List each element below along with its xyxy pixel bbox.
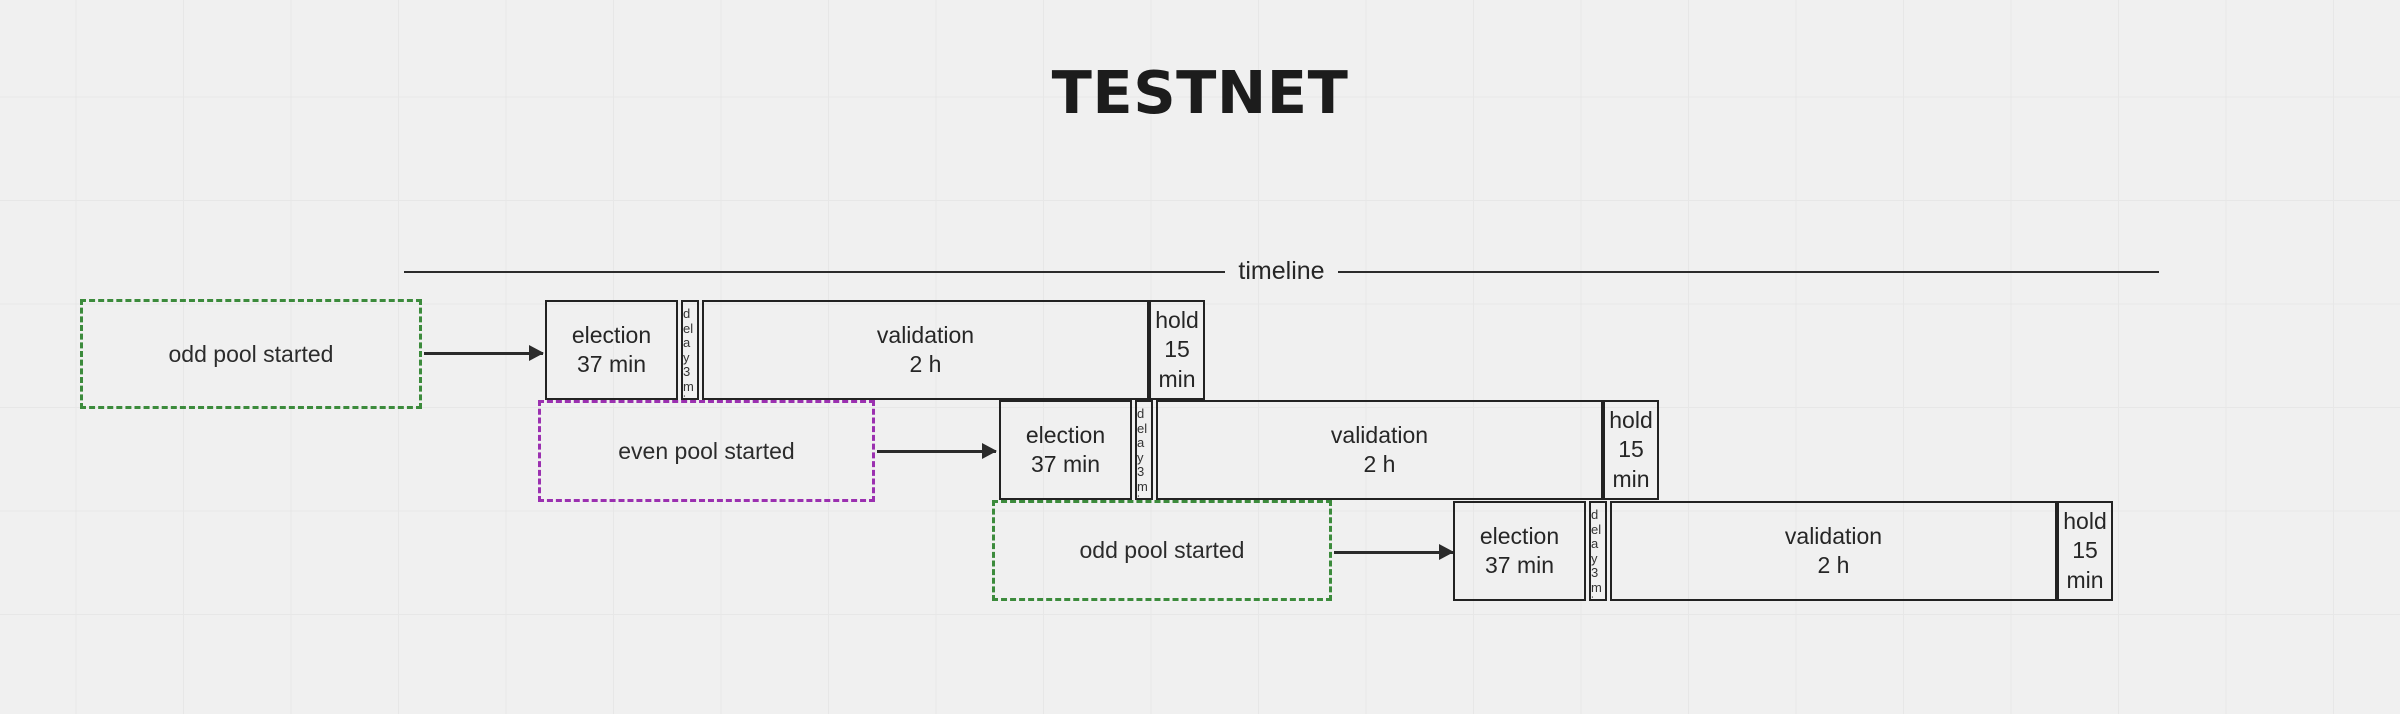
phase-validation-row-2[interactable]: validation 2 h <box>1156 400 1603 500</box>
event-box-odd-pool-started-1[interactable]: odd pool started <box>80 299 422 409</box>
phase-validation-duration: 2 h <box>1363 451 1396 477</box>
phase-hold-duration-unit: min <box>2066 566 2104 593</box>
phase-hold-row-3[interactable]: hold 15 min <box>2057 501 2113 601</box>
phase-validation-row-3[interactable]: validation 2 h <box>1610 501 2057 601</box>
phase-election-duration: 37 min <box>1030 451 1101 477</box>
phase-validation-name: validation <box>1784 522 1883 549</box>
phase-hold-name: hold <box>1155 306 1199 333</box>
timeline-axis: timeline <box>404 256 2159 285</box>
phase-delay-row-1[interactable]: delay 3 min <box>681 300 699 400</box>
phase-validation-duration: 2 h <box>1817 552 1850 578</box>
phase-hold-duration-value: 15 <box>1164 336 1190 363</box>
event-label: odd pool started <box>168 340 334 367</box>
arrow-to-row-3 <box>1334 551 1453 554</box>
timeline-label: timeline <box>1238 256 1325 285</box>
event-label: even pool started <box>618 437 795 464</box>
event-label: odd pool started <box>1079 537 1245 563</box>
phase-hold-duration-value: 15 <box>2072 537 2098 564</box>
phase-hold-row-1[interactable]: hold 15 min <box>1149 300 1205 400</box>
phase-election-row-3[interactable]: election 37 min <box>1453 501 1586 601</box>
phase-election-row-2[interactable]: election 37 min <box>999 400 1132 500</box>
event-box-odd-pool-started-2[interactable]: odd pool started <box>992 500 1332 601</box>
event-box-even-pool-started[interactable]: even pool started <box>538 400 875 502</box>
phase-election-row-1[interactable]: election 37 min <box>545 300 678 400</box>
phase-validation-row-1[interactable]: validation 2 h <box>702 300 1149 400</box>
phase-delay-text: delay 3 min <box>1137 407 1148 498</box>
phase-delay-text: delay 3 min <box>683 307 694 398</box>
phase-election-name: election <box>1479 522 1560 549</box>
phase-election-duration: 37 min <box>576 351 647 377</box>
phase-election-duration: 37 min <box>1484 552 1555 578</box>
phase-hold-row-2[interactable]: hold 15 min <box>1603 400 1659 500</box>
phase-hold-duration-unit: min <box>1612 465 1650 492</box>
phase-validation-name: validation <box>876 321 975 348</box>
phase-delay-row-2[interactable]: delay 3 min <box>1135 400 1153 500</box>
timeline-rule-right <box>1337 271 2159 273</box>
phase-delay-row-3[interactable]: delay 3 min <box>1589 501 1607 601</box>
phase-validation-name: validation <box>1330 421 1429 448</box>
phase-election-name: election <box>1025 421 1106 448</box>
phase-hold-name: hold <box>1609 406 1653 433</box>
phase-validation-duration: 2 h <box>909 351 942 377</box>
phase-hold-name: hold <box>2063 507 2107 534</box>
timeline-rule-left <box>404 271 1226 273</box>
phase-election-name: election <box>571 321 652 348</box>
phase-hold-duration-value: 15 <box>1618 436 1644 463</box>
page-title: TESTNET <box>1051 58 1349 127</box>
arrow-to-row-1 <box>424 352 543 355</box>
phase-delay-text: delay 3 min <box>1591 508 1602 599</box>
arrow-to-row-2 <box>877 450 996 453</box>
phase-hold-duration-unit: min <box>1158 365 1196 392</box>
